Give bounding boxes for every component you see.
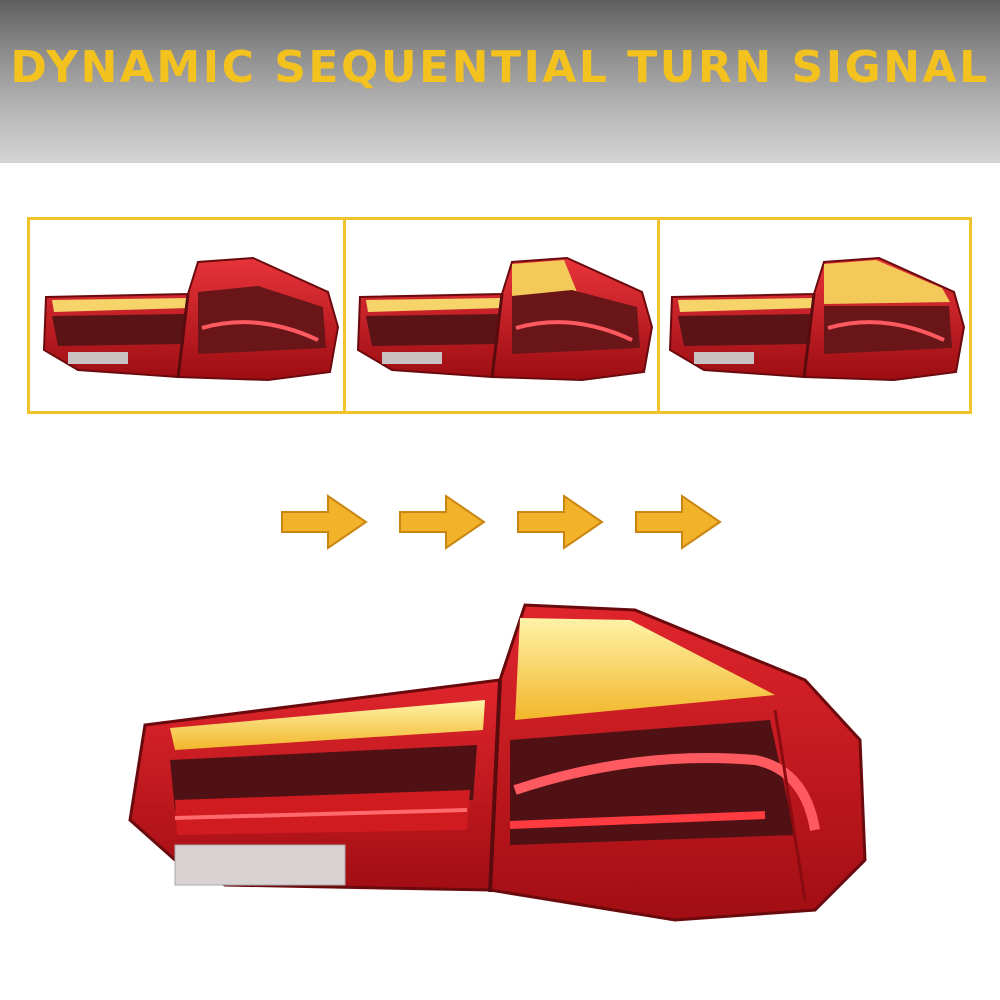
- tail-light-icon: [356, 256, 654, 382]
- banner-title: DYNAMIC SEQUENTIAL TURN SIGNAL: [10, 42, 990, 93]
- amber-arrow-icon: [635, 494, 722, 550]
- title-banner: DYNAMIC SEQUENTIAL TURN SIGNAL: [0, 0, 1000, 163]
- tail-light-icon: [668, 256, 966, 382]
- sequence-frame-2: [346, 220, 657, 411]
- amber-arrow-icon: [517, 494, 604, 550]
- sequence-frame-3: [660, 220, 969, 411]
- amber-arrow-icon: [281, 494, 368, 550]
- amber-arrow-icon: [399, 494, 486, 550]
- frame-divider: [657, 220, 660, 411]
- sequence-frame-1: [30, 220, 343, 411]
- sequential-arrows: [0, 492, 1000, 552]
- sequence-frames: [27, 217, 972, 414]
- hero-tail-light-icon: [128, 603, 867, 922]
- tail-light-icon: [42, 256, 340, 382]
- frame-divider: [343, 220, 346, 411]
